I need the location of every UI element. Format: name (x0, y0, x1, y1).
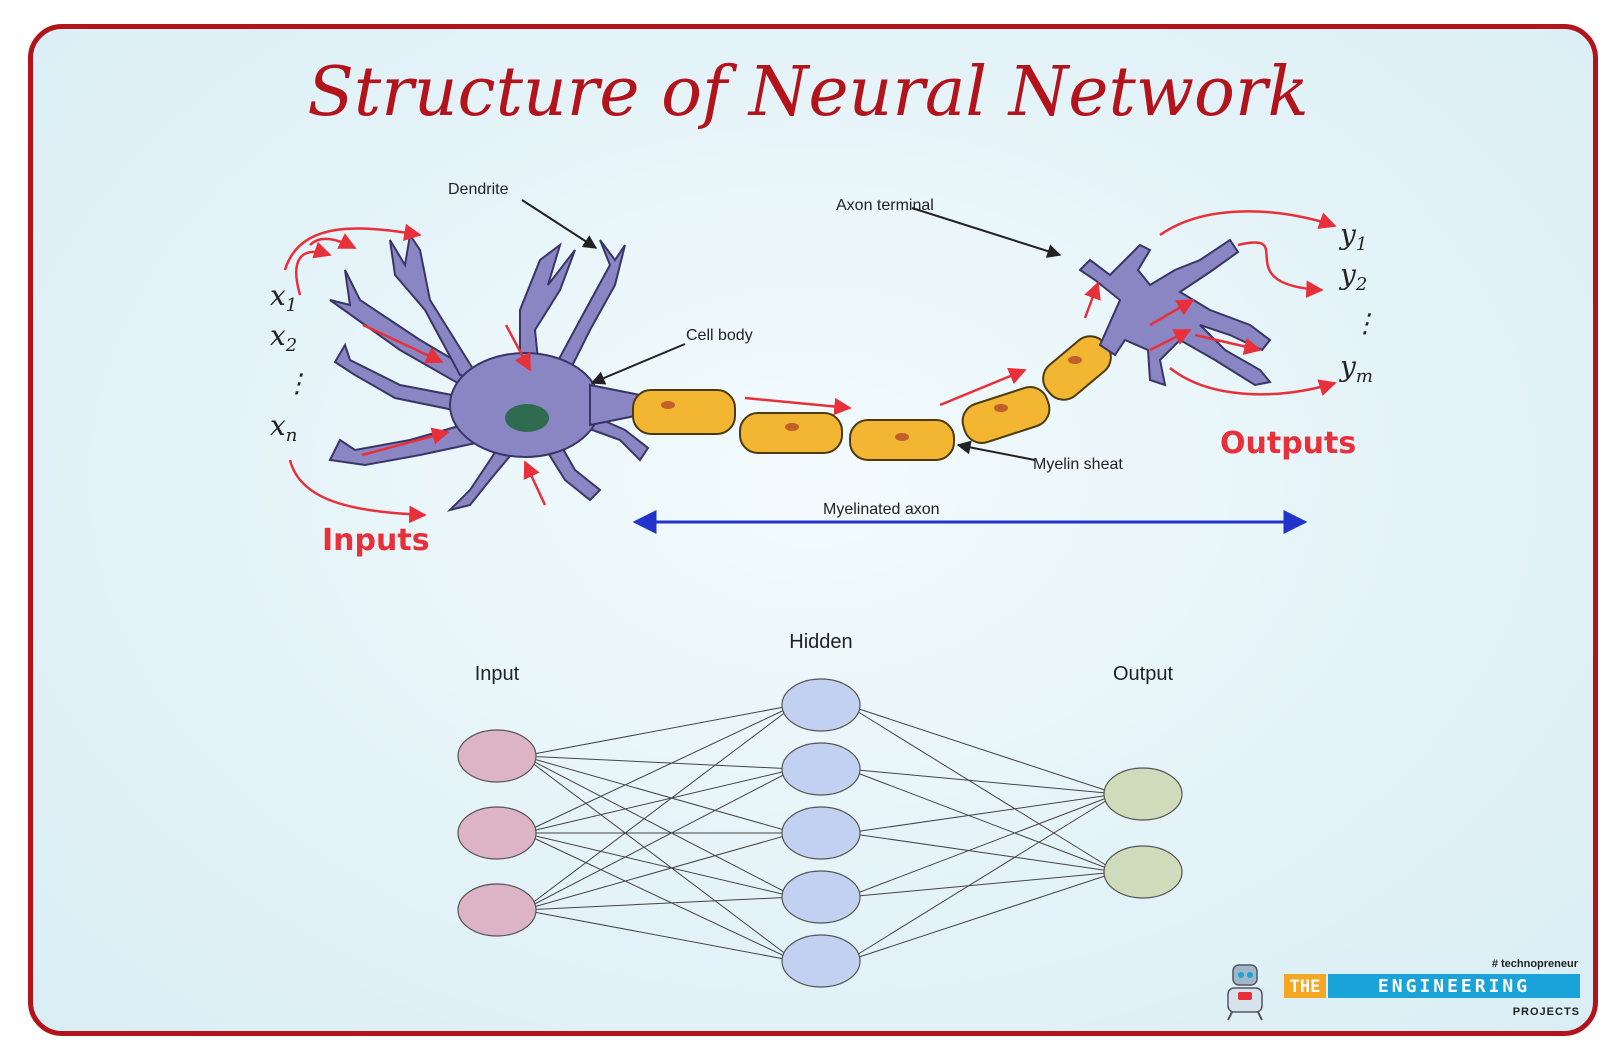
connection-edge (847, 769, 1117, 794)
connection-edge (523, 705, 795, 756)
connection-edge (847, 833, 1117, 872)
nucleus (505, 404, 549, 432)
hidden-node-4 (782, 871, 860, 923)
connection-edge (847, 705, 1117, 794)
robot-icon (1228, 965, 1262, 1020)
brand-the: THE (1290, 977, 1321, 997)
layer-label-hidden: Hidden (789, 631, 852, 653)
brand-hashtag: # technopreneur (1492, 958, 1579, 970)
brand-projects: PROJECTS (1513, 1006, 1580, 1018)
label-myelinated-axon: Myelinated axon (823, 501, 940, 518)
artificial-neural-network: Input Hidden Output (458, 631, 1182, 987)
page-title: Structure of Neural Network (307, 53, 1308, 132)
symbol-ym: ym (1338, 350, 1373, 387)
connection-edge (847, 769, 1117, 872)
input-symbols: x1 x2 ⋮ xn (270, 279, 310, 446)
brand-engineering: ENGINEERING (1378, 976, 1530, 997)
connection-edge (847, 794, 1117, 833)
connection-edge (847, 794, 1117, 961)
connection-edge (847, 872, 1117, 961)
symbol-x-ellipsis: ⋮ (284, 369, 310, 399)
connection-edge (847, 872, 1117, 897)
outputs-heading: Outputs (1220, 426, 1356, 461)
connection-edge (523, 756, 795, 897)
myelin-sheath (633, 329, 1118, 460)
layer-label-output: Output (1113, 663, 1173, 685)
connection-edge (523, 769, 795, 833)
label-cell-body: Cell body (686, 327, 753, 344)
symbol-xn: xn (270, 409, 297, 446)
label-dendrite: Dendrite (448, 181, 509, 198)
connection-edge (523, 833, 795, 897)
symbol-x2: x2 (270, 319, 297, 356)
input-node-2 (458, 807, 536, 859)
connection-edge (523, 705, 795, 833)
output-node-1 (1104, 768, 1182, 820)
symbol-y-ellipsis: ⋮ (1352, 309, 1378, 339)
connection-edge (523, 705, 795, 910)
hidden-node-2 (782, 743, 860, 795)
output-symbols: y1 y2 ⋮ ym (1338, 218, 1378, 387)
connection-edge (847, 794, 1117, 897)
input-node-1 (458, 730, 536, 782)
connection-edge (523, 910, 795, 961)
label-myelin-sheat: Myelin sheat (1033, 456, 1123, 473)
hidden-node-3 (782, 807, 860, 859)
connection-edge (847, 705, 1117, 872)
symbol-y1: y1 (1338, 218, 1367, 255)
inputs-heading: Inputs (322, 523, 430, 558)
connection-edge (523, 769, 795, 910)
input-node-3 (458, 884, 536, 936)
biological-neuron: Dendrite Cell body Axon terminal Myelin … (270, 181, 1378, 558)
layer-label-input: Input (475, 663, 520, 685)
brand-logo: # technopreneur THE ENGINEERING PROJECTS (1228, 958, 1580, 1020)
hidden-node-5 (782, 935, 860, 987)
symbol-y2: y2 (1338, 258, 1367, 295)
connection-edge (523, 833, 795, 961)
label-axon-terminal: Axon terminal (836, 197, 934, 214)
connection-edge (523, 756, 795, 961)
hidden-node-1 (782, 679, 860, 731)
output-node-2 (1104, 846, 1182, 898)
symbol-x1: x1 (270, 279, 297, 316)
